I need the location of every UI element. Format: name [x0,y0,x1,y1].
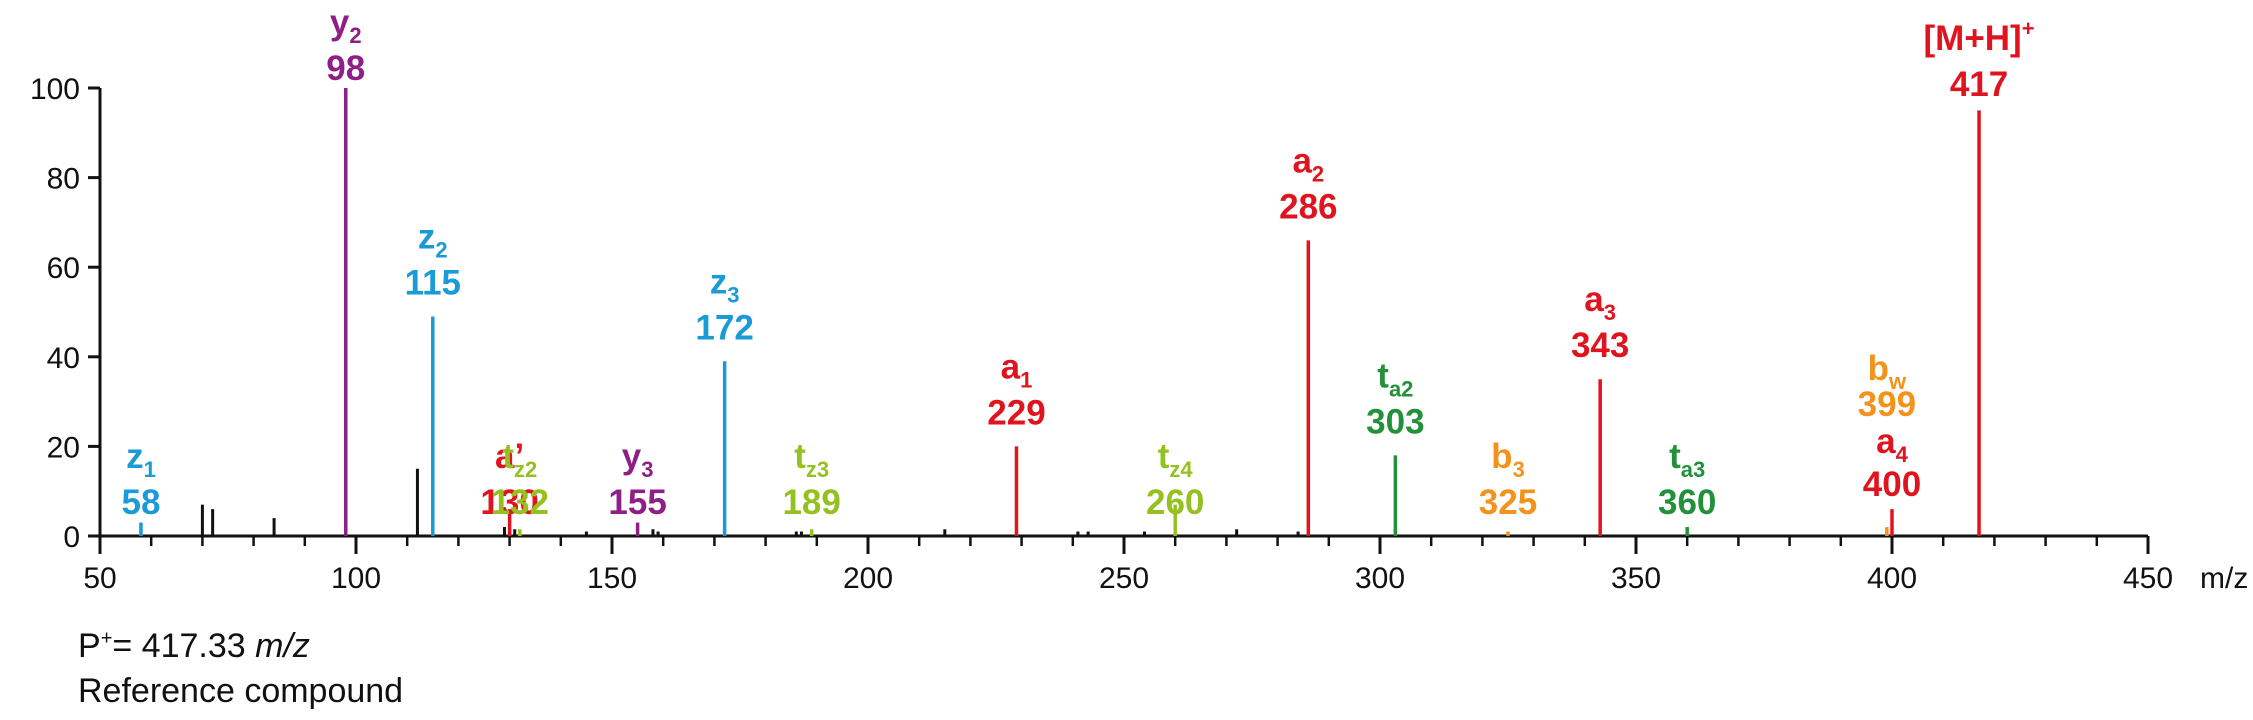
x-tick-label: 100 [331,562,381,595]
peak-mz-label: 399 [1858,385,1916,424]
x-axis-unit: m/z [2200,562,2248,595]
precursor-prefix: P [78,627,101,665]
peak-ion-label: a’ [495,437,524,476]
peak-ion-label: a1 [1001,347,1033,392]
peak-ion-label: tz3 [794,437,829,482]
peak-mz-label: 260 [1146,483,1204,522]
peak-mz-label: 360 [1658,483,1716,522]
peak-ion-label: a2 [1292,141,1324,186]
y-tick-label: 60 [47,252,80,285]
peak-mz-label: 155 [608,483,666,522]
peak-mz-label: 286 [1279,187,1337,226]
peak-ion-label: a4 [1876,422,1908,467]
peak-mz-label: 229 [987,393,1045,432]
peak-mz-label: 172 [695,308,753,347]
x-tick-label: 200 [843,562,893,595]
peak-ion-label: y3 [622,437,654,482]
peak-ion-label: z3 [710,262,740,307]
y-tick-label: 80 [47,163,80,196]
y-tick-label: 100 [30,73,80,106]
precursor-unit: m/z [255,627,310,665]
x-tick-label: 300 [1355,562,1405,595]
peak-ion-label: z1 [126,437,156,482]
peak-ion-label: ta3 [1669,437,1705,482]
peak-ion-label: b3 [1491,437,1525,482]
peak-ion-label: a3 [1584,280,1616,325]
precursor-caption: P+= 417.33 m/z [78,627,310,666]
x-tick-label: 450 [2123,562,2173,595]
peak-mz-label: 400 [1863,465,1921,504]
x-tick-label: 350 [1611,562,1661,595]
x-tick-label: 250 [1099,562,1149,595]
peak-mz-label: 189 [782,483,840,522]
peak-mz-label: 132 [491,483,549,522]
peak-mz-label: 325 [1479,483,1537,522]
peak-ion-label: tz4 [1158,437,1194,482]
x-tick-label: 150 [587,562,637,595]
peak-ion-label: ta2 [1377,356,1413,401]
x-tick-label: 400 [1867,562,1917,595]
peak-mz-label: 58 [121,483,160,522]
y-tick-label: 0 [63,521,80,554]
peak-mz-label: 98 [326,49,365,88]
peak-ion-label: y2 [330,3,362,48]
y-tick-label: 40 [47,342,80,375]
compound-caption: Reference compound [78,672,404,710]
y-tick-label: 20 [47,431,80,464]
peak-mz-label: 130 [480,483,538,522]
peak-mz-label: 115 [405,263,461,302]
peak-mz-label: 303 [1366,402,1424,441]
mass-spectrum-chart: 50 100 150 200 250 300 350 400 450 m/z 0 20 40 60 80 10… [30,3,2248,595]
peak-ion-label: tz2 [502,437,537,482]
x-tick-label: 50 [83,562,116,595]
peak-mz-label: 343 [1571,326,1629,365]
peak-mz-label: 417 [1950,65,2008,104]
peak-ion-label: z2 [418,217,448,262]
peak-ion-label: bw [1868,349,1907,394]
precursor-value: = 417.33 [112,627,256,665]
peak-ion-label: [M+H]+ [1924,16,2035,58]
precursor-charge: + [100,627,113,650]
